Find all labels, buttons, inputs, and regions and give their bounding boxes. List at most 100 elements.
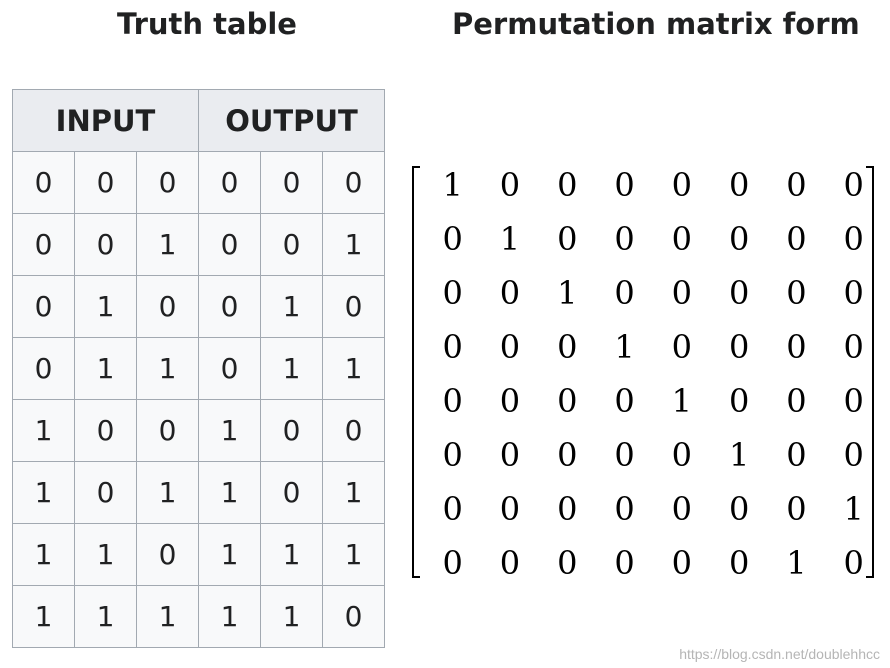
table-cell: 1 [260, 275, 323, 338]
table-cell: 1 [136, 585, 199, 648]
matrix-entry: 0 [442, 544, 463, 582]
matrix-entry: 0 [499, 436, 521, 474]
matrix-entry: 0 [671, 220, 693, 258]
table-cell: 0 [74, 151, 137, 214]
table-cell: 0 [260, 151, 323, 214]
matrix-entry: 0 [728, 274, 750, 312]
table-cell: 1 [74, 585, 137, 648]
table-cell: 1 [198, 461, 261, 524]
matrix-entry: 0 [728, 490, 750, 528]
matrix-entry: 1 [843, 490, 864, 528]
matrix-entry: 1 [786, 544, 807, 582]
table-cell: 0 [74, 213, 137, 276]
matrix-entry: 0 [728, 220, 750, 258]
truth-table-header-row: INPUT OUTPUT [12, 89, 385, 152]
matrix-entry: 0 [786, 328, 807, 366]
table-cell: 1 [12, 461, 75, 524]
matrix-entry: 0 [442, 382, 463, 420]
matrix-entry: 0 [614, 382, 635, 420]
table-cell: 0 [198, 151, 261, 214]
matrix-entry: 0 [442, 328, 463, 366]
matrix-entry: 0 [671, 544, 693, 582]
matrix-entry: 0 [442, 490, 463, 528]
matrix-entry: 1 [442, 166, 463, 204]
matrix-entry: 0 [728, 328, 750, 366]
truth-table: INPUT OUTPUT 0 0 0 0 0 0 0 0 1 0 0 1 0 1… [12, 89, 385, 648]
matrix-entry: 0 [614, 436, 635, 474]
table-row: 0 0 1 0 0 1 [12, 213, 385, 276]
matrix-entry: 0 [499, 382, 521, 420]
table-cell: 0 [12, 275, 75, 338]
table-cell: 1 [136, 213, 199, 276]
table-cell: 0 [198, 337, 261, 400]
matrix-entry: 1 [557, 274, 578, 312]
table-cell: 1 [260, 523, 323, 586]
table-cell: 1 [74, 275, 137, 338]
matrix-entry: 0 [786, 490, 807, 528]
matrix-entry: 0 [671, 274, 693, 312]
table-row: 1 0 0 1 0 0 [12, 399, 385, 462]
table-cell: 1 [12, 523, 75, 586]
matrix-entry: 0 [843, 436, 864, 474]
table-row: 1 1 0 1 1 1 [12, 523, 385, 586]
matrix-entry: 0 [786, 436, 807, 474]
table-cell: 0 [74, 399, 137, 462]
matrix-entry: 0 [843, 220, 864, 258]
table-row: 0 0 0 0 0 0 [12, 151, 385, 214]
table-cell: 1 [260, 337, 323, 400]
matrix-entry: 0 [614, 220, 635, 258]
matrix-entry: 0 [843, 544, 864, 582]
table-cell: 0 [74, 461, 137, 524]
matrix-entry: 0 [557, 166, 578, 204]
right-bracket [866, 166, 874, 578]
matrix-entry: 1 [728, 436, 750, 474]
table-row: 1 0 1 1 0 1 [12, 461, 385, 524]
table-cell: 1 [322, 461, 385, 524]
matrix-entry: 0 [442, 436, 463, 474]
table-cell: 0 [260, 399, 323, 462]
matrix-entry: 0 [557, 544, 578, 582]
watermark: https://blog.csdn.net/doublehhcc [679, 646, 880, 662]
table-cell: 0 [198, 213, 261, 276]
table-cell: 1 [198, 523, 261, 586]
table-cell: 0 [322, 399, 385, 462]
matrix-entry: 0 [557, 220, 578, 258]
matrix-entry: 0 [786, 166, 807, 204]
matrix-entry: 0 [614, 274, 635, 312]
table-cell: 1 [198, 585, 261, 648]
permutation-matrix-title: Permutation matrix form [452, 7, 860, 41]
matrix-entry: 0 [671, 490, 693, 528]
matrix-entry: 0 [499, 274, 521, 312]
matrix-entry: 0 [728, 544, 750, 582]
matrix-entry: 0 [671, 328, 693, 366]
truth-table-title: Truth table [117, 7, 297, 41]
matrix-entry: 1 [499, 220, 521, 258]
table-cell: 0 [136, 275, 199, 338]
matrix-entry: 0 [786, 382, 807, 420]
table-cell: 0 [260, 213, 323, 276]
matrix-entry: 0 [557, 328, 578, 366]
table-cell: 0 [136, 523, 199, 586]
matrix-entry: 0 [614, 166, 635, 204]
table-cell: 1 [136, 461, 199, 524]
matrix-entry: 0 [499, 328, 521, 366]
table-cell: 1 [74, 337, 137, 400]
table-cell: 0 [136, 151, 199, 214]
table-cell: 0 [12, 213, 75, 276]
table-cell: 0 [322, 585, 385, 648]
matrix-entry: 0 [499, 166, 521, 204]
matrix-entry: 0 [728, 382, 750, 420]
matrix-entry: 0 [843, 274, 864, 312]
input-header: INPUT [12, 89, 199, 152]
matrix-entry: 0 [671, 436, 693, 474]
matrix-entry: 0 [843, 166, 864, 204]
matrix-entry: 0 [843, 328, 864, 366]
matrix-entry: 0 [728, 166, 750, 204]
table-cell: 1 [12, 585, 75, 648]
matrix-entry: 0 [671, 166, 693, 204]
table-cell: 1 [136, 337, 199, 400]
left-bracket [412, 166, 420, 578]
matrix-entry: 0 [614, 544, 635, 582]
